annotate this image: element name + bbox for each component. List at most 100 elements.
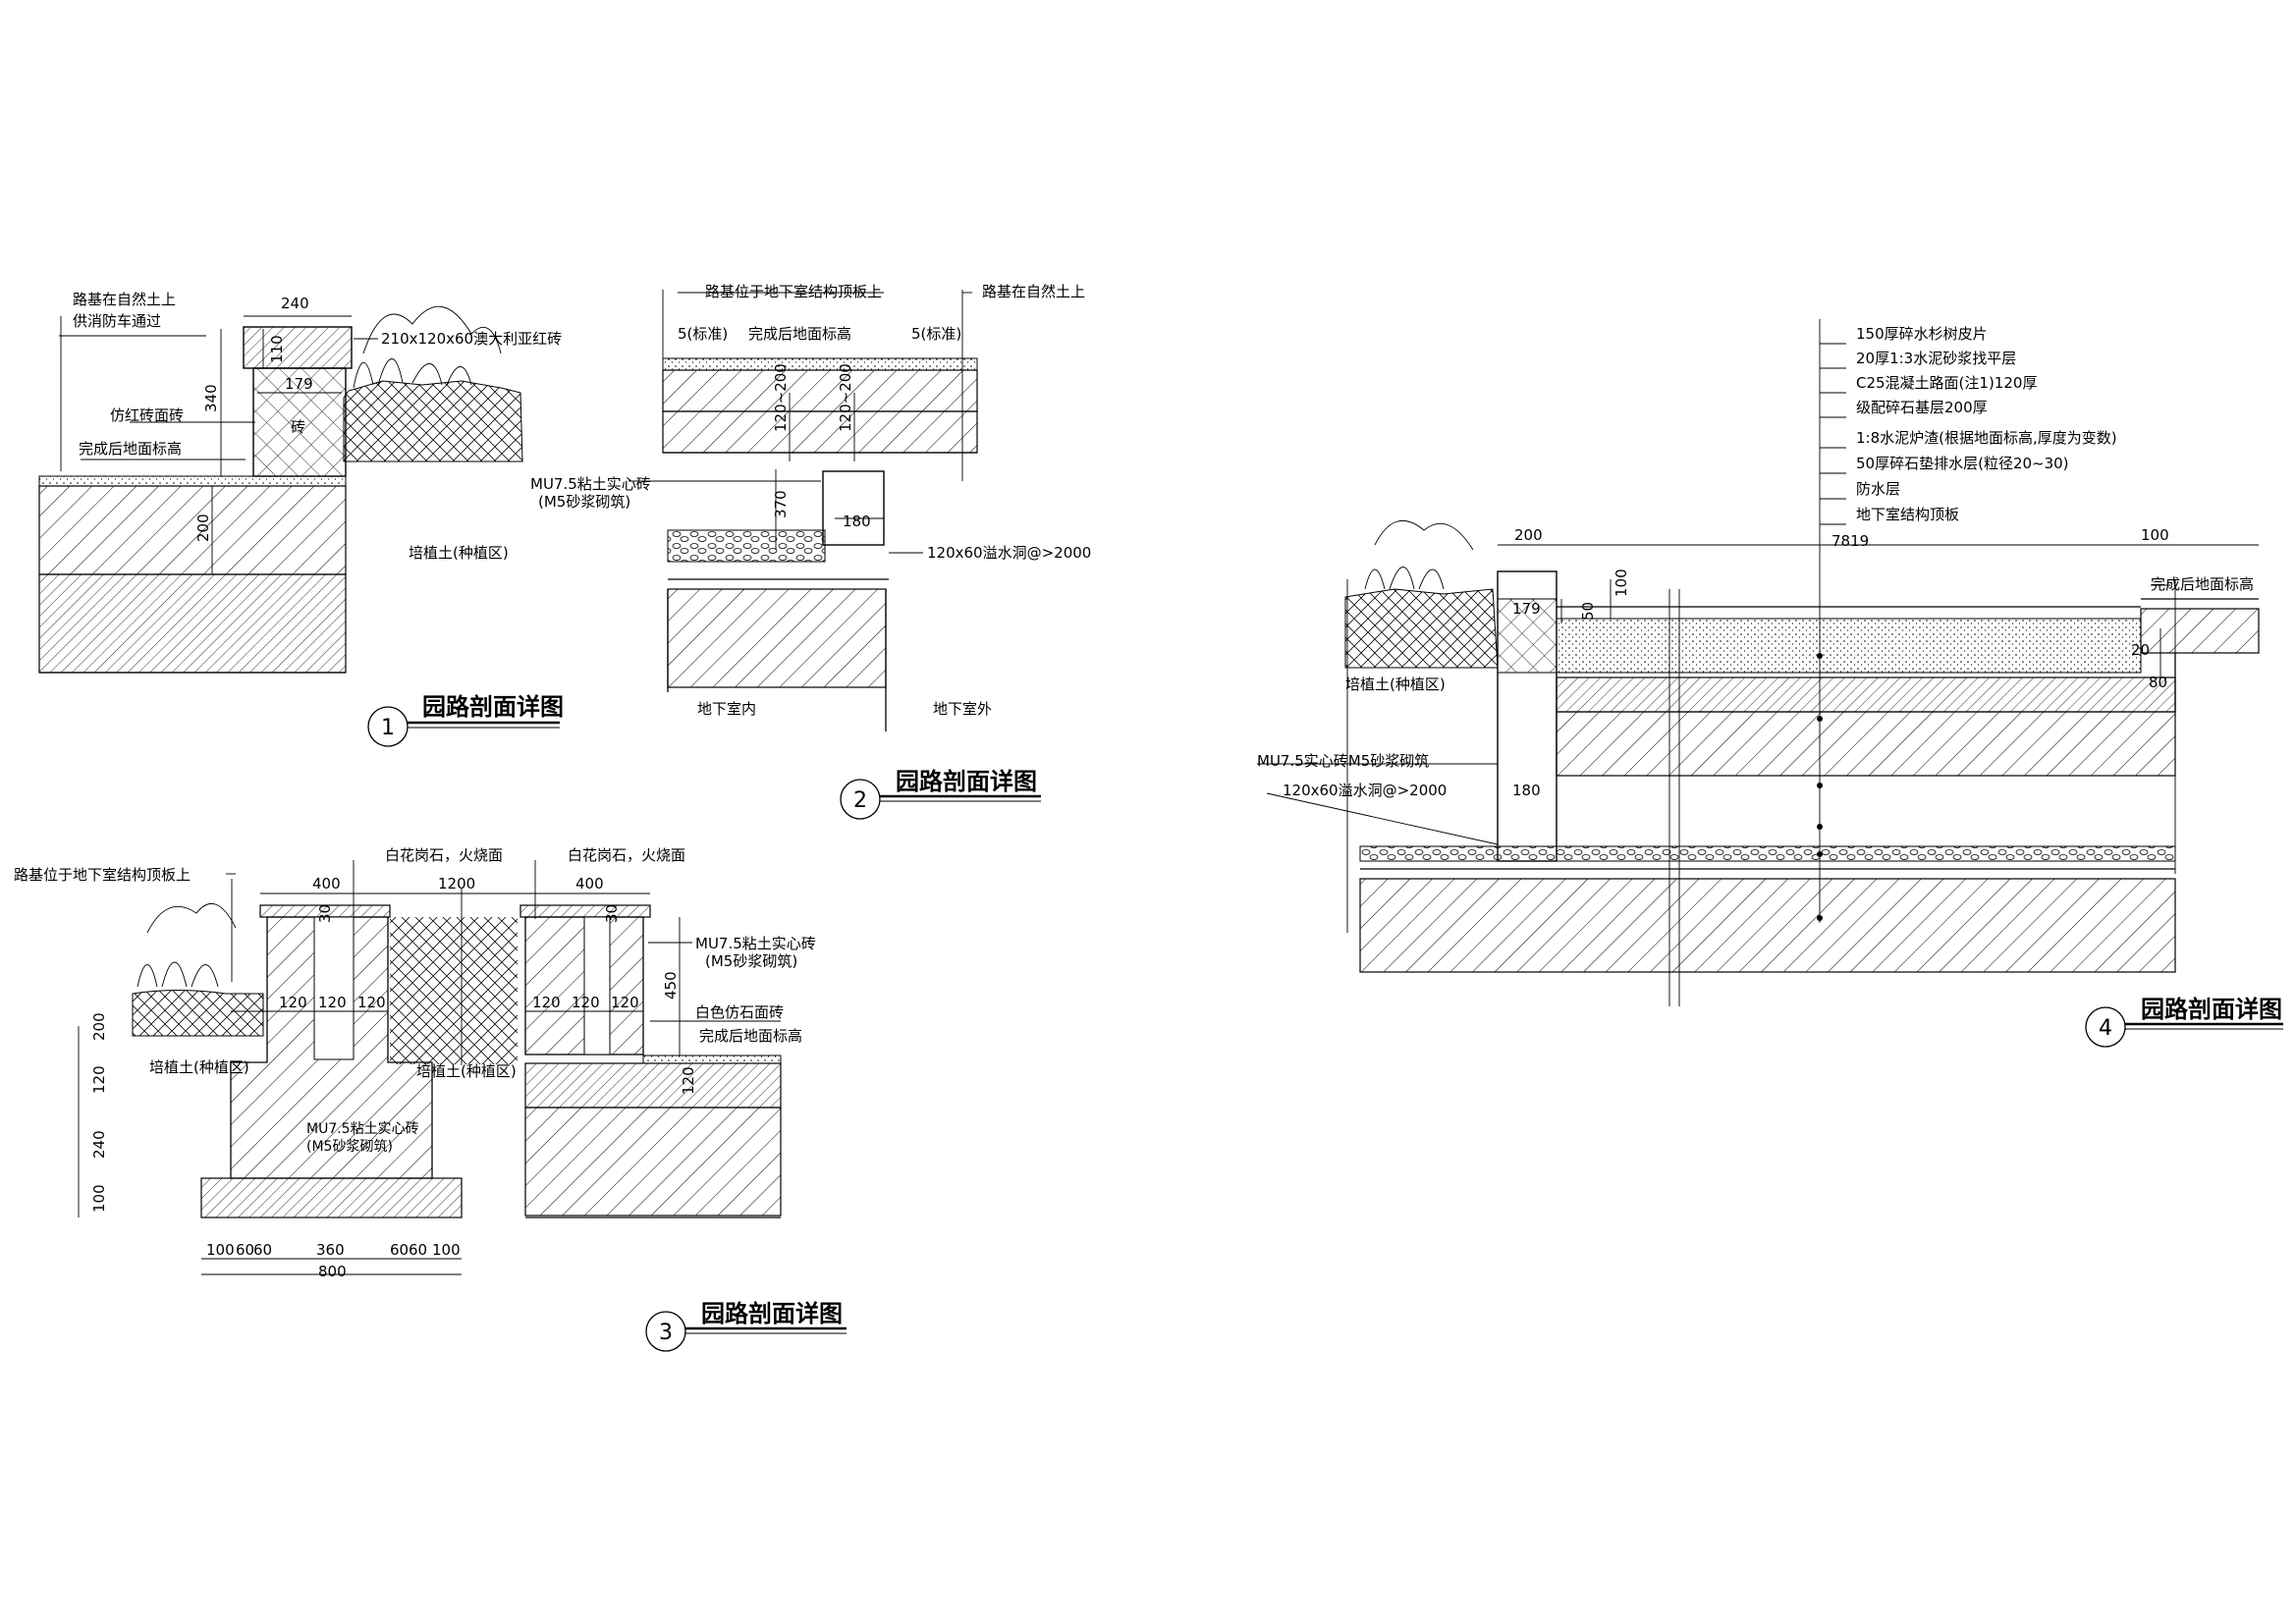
planting-soil-mound <box>343 380 523 462</box>
detail-3: 路基位于地下室结构顶板上 白花岗石，火烧面 白花岗石，火烧面 400 1200 … <box>14 846 847 1352</box>
dim-bottom-6: 60 <box>409 1241 427 1259</box>
dim-top-left: 400 <box>312 875 341 893</box>
detail-title: 园路剖面详图 <box>896 768 1037 795</box>
label-standard-left: 5(标准) <box>678 325 728 343</box>
dim-120-3: 120 <box>357 994 386 1011</box>
label-standard-right: 5(标准) <box>911 325 961 343</box>
label-subgrade: 路基在自然土上 <box>73 291 176 308</box>
detail-2: 路基位于地下室结构顶板上 路基在自然土上 5(标准) 完成后地面标高 5(标准)… <box>530 283 1091 820</box>
gravel-layer <box>667 529 826 563</box>
dim-left-100: 100 <box>90 1184 108 1213</box>
label-planting-mid: 培植土(种植区) <box>416 1062 517 1080</box>
planting-soil-mound <box>1344 588 1499 669</box>
dim-bottom-3: 60 <box>253 1241 272 1259</box>
label-on-natural-soil: 路基在自然土上 <box>982 283 1085 300</box>
dim-30a: 30 <box>316 904 334 923</box>
layer-5: 1:8水泥炉渣(根据地面标高,厚度为变数) <box>1856 429 2117 447</box>
label-overflow: 120x60溢水洞@>2000 <box>1283 782 1447 799</box>
dim-120-200a: 120~200 <box>772 363 790 432</box>
edge-wall-upper <box>1497 598 1558 674</box>
label-white-tile: 白色仿石面砖 <box>695 1003 784 1021</box>
dim-100b: 100 <box>1613 568 1630 597</box>
base-right <box>524 1107 782 1217</box>
dim-240: 240 <box>281 295 309 312</box>
core-void-left <box>313 916 355 1060</box>
label-mortar: (M5砂浆砌筑) <box>705 952 797 970</box>
label-overflow: 120x60溢水洞@>2000 <box>927 544 1091 562</box>
label-fire-access: 供消防车通过 <box>73 312 161 330</box>
label-brick-wall: MU7.5实心砖M5砂浆砌筑 <box>1257 752 1429 770</box>
granite-cap-right <box>519 904 651 918</box>
dim-179: 179 <box>285 375 313 393</box>
basement-structure <box>667 588 887 688</box>
dim-200: 200 <box>1514 526 1543 544</box>
label-planting-soil: 培植土(种植区) <box>1345 676 1446 693</box>
right-curb <box>2140 608 2260 654</box>
mulch-layer <box>1556 618 2142 674</box>
detail-title: 园路剖面详图 <box>2141 996 2282 1023</box>
layer-6: 50厚碎石垫排水层(粒径20~30) <box>1856 455 2069 472</box>
dim-bottom-1: 100 <box>206 1241 235 1259</box>
roof-slab <box>1359 878 2176 973</box>
dim-bottom-5: 60 <box>390 1241 409 1259</box>
dim-110: 110 <box>268 335 286 363</box>
tile-path-right <box>642 1055 782 1064</box>
detail-number: 3 <box>659 1321 673 1345</box>
shrub-icon <box>353 305 502 389</box>
detail-number: 4 <box>2099 1016 2112 1041</box>
layer-8: 地下室结构顶板 <box>1856 506 1959 523</box>
layer-3: C25混凝土路面(注1)120厚 <box>1856 374 2037 392</box>
detail-number: 2 <box>853 788 867 813</box>
dim-left-120: 120 <box>90 1065 108 1094</box>
concrete-upper <box>662 369 978 412</box>
dim-left-200: 200 <box>90 1012 108 1041</box>
dim-top-mid: 1200 <box>438 875 475 893</box>
detail-title: 园路剖面详图 <box>422 693 564 721</box>
paving-surface <box>662 357 978 371</box>
dim-120-right: 120 <box>680 1066 697 1095</box>
layer-1: 150厚碎水杉树皮片 <box>1856 325 1988 343</box>
label-finished-grade: 完成后地面标高 <box>748 325 851 343</box>
dim-180: 180 <box>843 513 871 530</box>
footing-left <box>200 1177 463 1218</box>
layer-7: 防水层 <box>1856 480 1900 498</box>
label-face-brick: 仿红砖面砖 <box>110 406 184 424</box>
dim-100a: 100 <box>2141 526 2169 544</box>
concrete-base <box>38 485 347 575</box>
label-on-roof-slab: 路基位于地下室结构顶板上 <box>14 866 191 884</box>
dim-200: 200 <box>194 514 212 542</box>
planting-soil-mid <box>390 917 518 1064</box>
detail-title: 园路剖面详图 <box>701 1300 843 1327</box>
dim-120-5: 120 <box>572 994 600 1011</box>
gravel-base <box>1556 711 2176 777</box>
label-brick-center: MU7.5粘土实心砖 <box>306 1121 419 1137</box>
concrete-pavement <box>1556 676 2176 713</box>
concrete-right <box>524 1062 782 1109</box>
dim-120-1: 120 <box>279 994 307 1011</box>
dim-120-4: 120 <box>532 994 561 1011</box>
dim-450: 450 <box>662 971 680 1000</box>
detail-number-circle <box>2085 1006 2126 1048</box>
label-basement-in: 地下室内 <box>697 700 756 718</box>
dim-bottom-7: 100 <box>432 1241 461 1259</box>
dim-bottom-4: 360 <box>316 1241 345 1259</box>
detail-4: 150厚碎水杉树皮片 20厚1:3水泥砂浆找平层 C25混凝土路面(注1)120… <box>1257 319 2283 1048</box>
label-on-roof-slab: 路基位于地下室结构顶板上 <box>705 283 882 300</box>
dim-7819: 7819 <box>1831 532 1869 550</box>
cap-brick <box>243 326 353 369</box>
dim-30b: 30 <box>603 904 621 923</box>
label-planting-soil: 培植土(种植区) <box>409 544 509 562</box>
dim-340: 340 <box>202 384 220 412</box>
detail-number-circle <box>840 779 881 820</box>
label-granite-left: 白花岗石，火烧面 <box>385 846 503 864</box>
layer-2: 20厚1:3水泥砂浆找平层 <box>1856 350 2016 367</box>
label-mortar: (M5砂浆砌筑) <box>538 493 630 511</box>
dim-50: 50 <box>1579 602 1597 621</box>
dim-total: 800 <box>318 1263 347 1280</box>
dim-370: 370 <box>772 490 790 518</box>
edge-brick-column <box>252 367 347 477</box>
shrub-icon <box>137 903 237 988</box>
dim-179: 179 <box>1512 600 1541 618</box>
dim-120-6: 120 <box>611 994 639 1011</box>
label-finished-grade: 完成后地面标高 <box>2151 575 2254 593</box>
